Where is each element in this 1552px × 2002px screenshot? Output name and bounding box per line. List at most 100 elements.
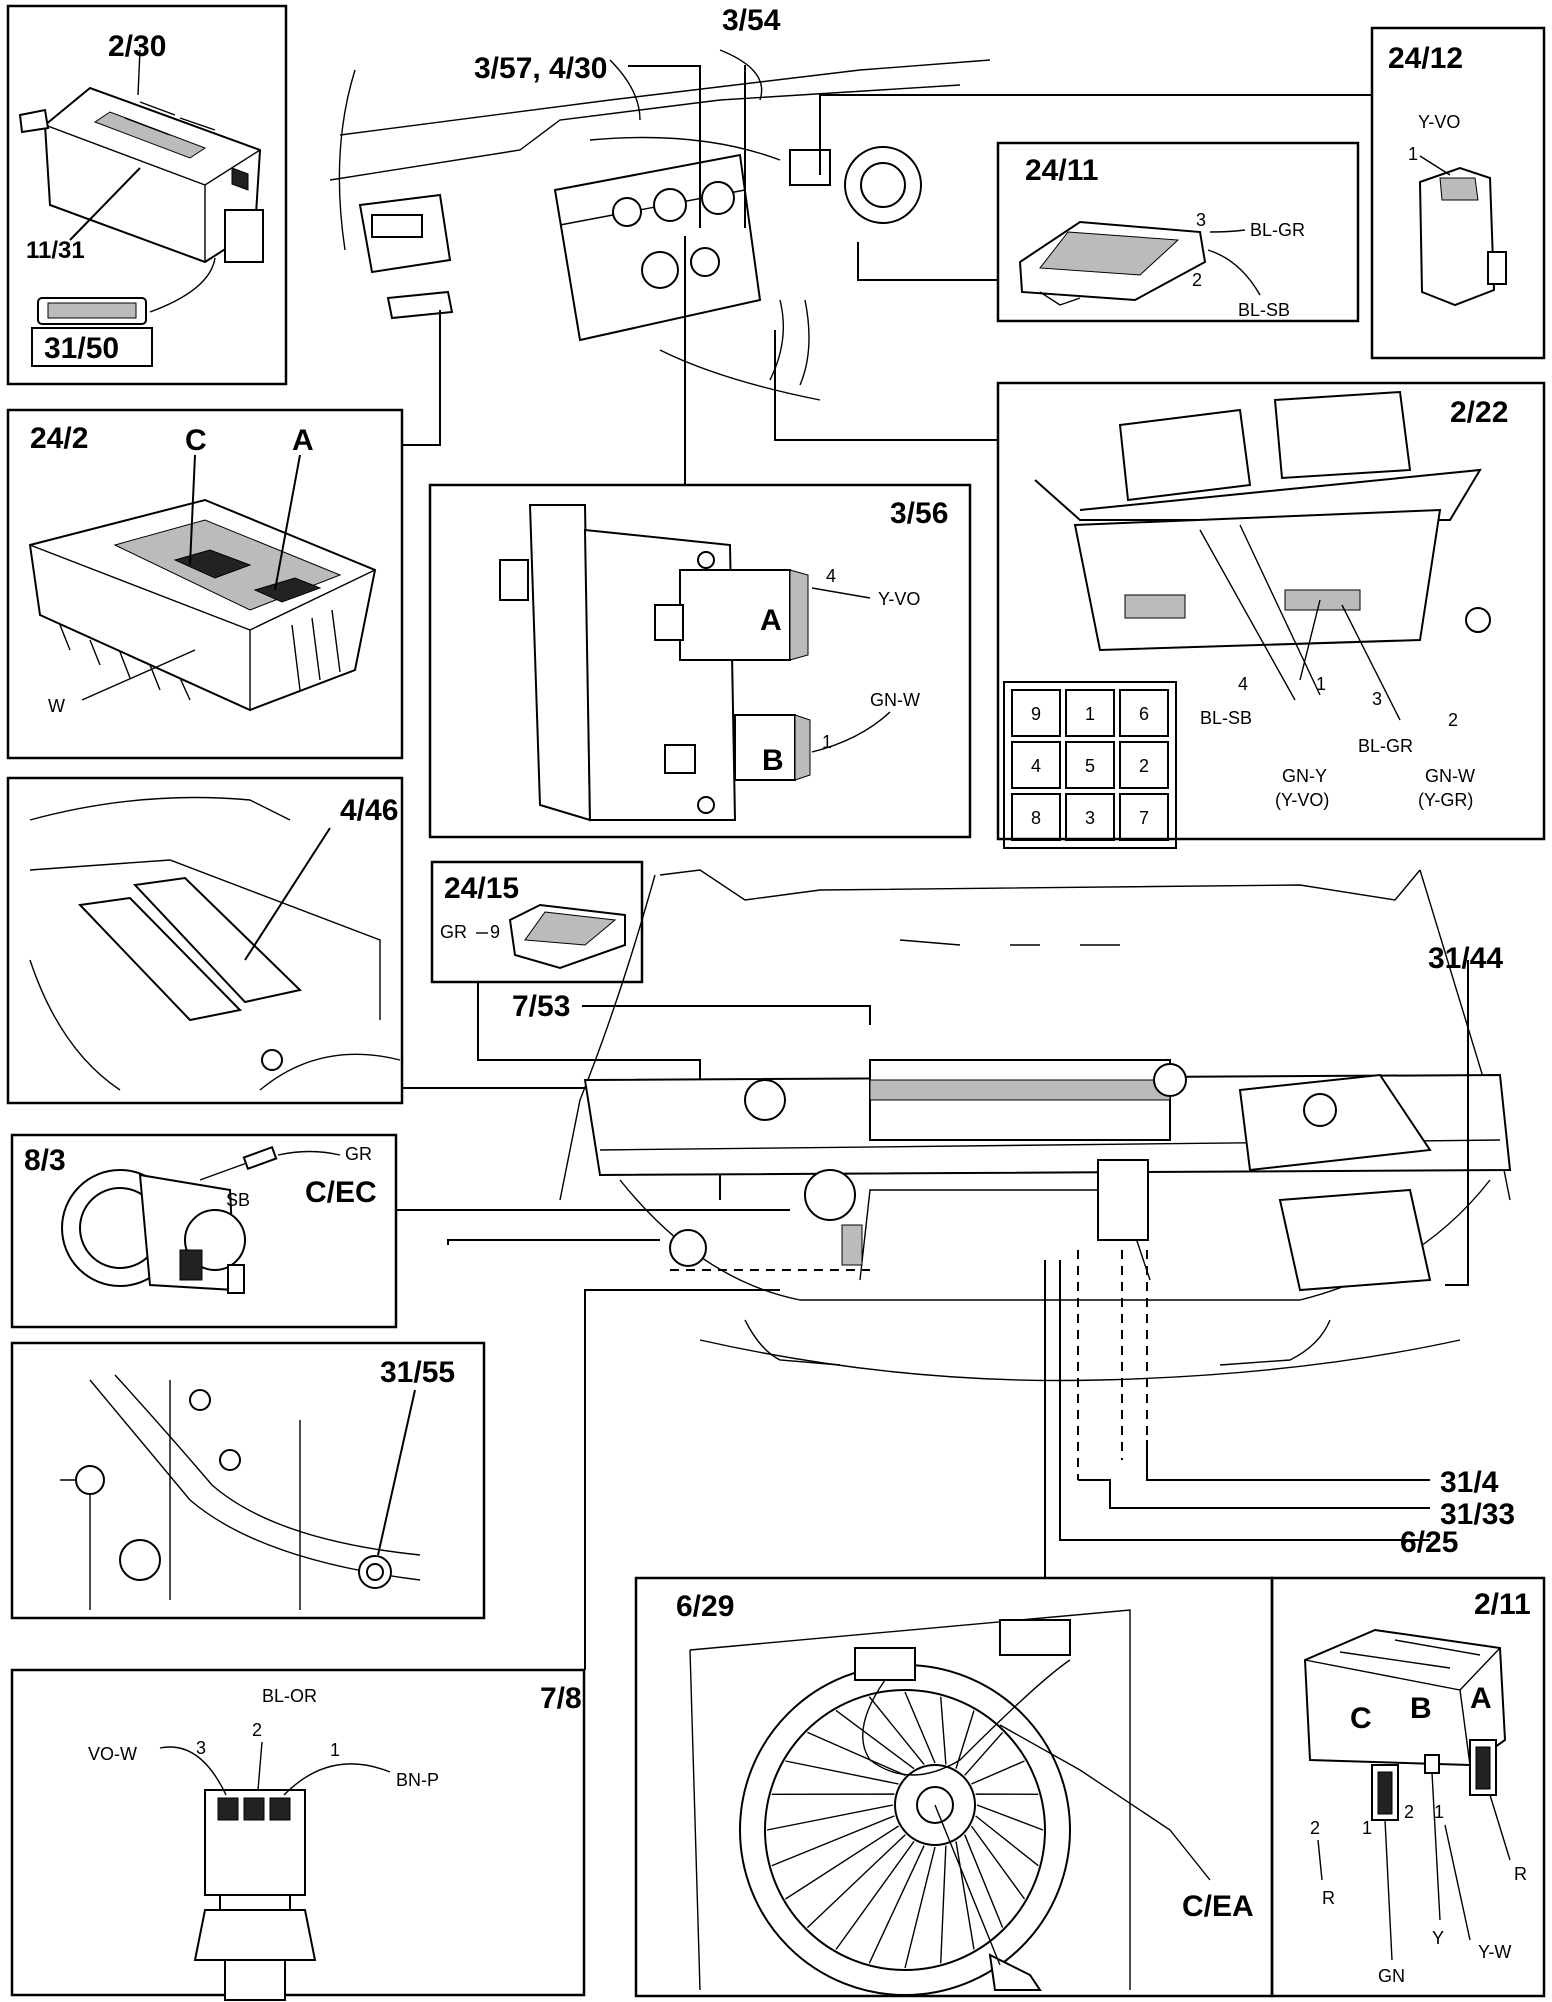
pin-2-22-2: 2 (1448, 710, 1458, 730)
fan-spoke (955, 1710, 975, 1769)
wire-2-22-bl-sb: BL-SB (1200, 708, 1252, 728)
wire-7-8-bl-or: BL-OR (262, 1686, 317, 1706)
pin-24-15-9: 9 (490, 922, 500, 942)
fan-spoke (955, 1841, 975, 1950)
pin-grid-cell (1119, 741, 1169, 789)
wire-3-56-y-vo: Y-VO (878, 589, 920, 609)
label-3-56: 3/56 (890, 497, 948, 530)
leader-2-22 (774, 330, 998, 441)
leader-24-12 (819, 94, 1372, 175)
pin-2-11-a1: 1 (1434, 1802, 1444, 1822)
fan-spoke (904, 1846, 936, 1969)
wire-8-3-gr: GR (345, 1144, 372, 1164)
panel-pressure-switch-7-8: 7/8 BL-OR 2 VO-W 3 BN-P 1 (10, 1668, 586, 2001)
pin-grid-number: 2 (1139, 756, 1149, 776)
label-8-3: 8/3 (24, 1144, 66, 1177)
pin-grid-frame (1003, 681, 1177, 849)
pin-2-22-3: 3 (1372, 689, 1382, 709)
leader-7-8 (584, 1289, 780, 1670)
pin-24-11-3: 3 (1196, 210, 1206, 230)
leader-31-33 (1078, 1479, 1430, 1509)
fan-spoke (940, 1696, 947, 1765)
fan-spoke (964, 1731, 1004, 1776)
pin-grid-number: 6 (1139, 704, 1149, 724)
pin-grid-cell (1011, 689, 1061, 737)
label-24-15: 24/15 (444, 872, 519, 905)
fan-spoke (835, 1709, 915, 1770)
pin-grid-cell (1119, 689, 1169, 737)
wire-2-22-y-vo-alt: (Y-VO) (1275, 790, 1329, 810)
fan-spoke (976, 1804, 1044, 1831)
label-24-2-w: W (48, 696, 65, 716)
panel-connector-24-11: 24/11 3 BL-GR 2 BL-SB (996, 141, 1360, 323)
wire-2-11-gn: GN (1378, 1966, 1405, 1986)
wire-7-8-vo-w: VO-W (88, 1744, 137, 1764)
wire-24-11-bl-sb: BL-SB (1238, 300, 1290, 320)
label-7-53: 7/53 (512, 990, 570, 1023)
pin-grid-cell (1065, 741, 1115, 789)
wire-2-11-y-w: Y-W (1478, 1942, 1511, 1962)
leader-3-57 (628, 65, 701, 228)
label-3-56-part-a: A (760, 604, 782, 637)
pin-grid-number: 5 (1085, 756, 1095, 776)
connector-31-50-drawing (37, 297, 147, 325)
pin-grid-number: 4 (1031, 756, 1041, 776)
fan-spoke (785, 1760, 899, 1785)
pin-2-11-c2: 2 (1310, 1818, 1320, 1838)
wire-8-3-sb: SB (226, 1190, 250, 1210)
fan-spoke (785, 1825, 900, 1900)
label-6-25: 6/25 (1400, 1526, 1458, 1559)
leader-31-55 (447, 1239, 660, 1245)
label-24-2-a: A (292, 424, 314, 457)
panel-compressor-8-3: 8/3 GR SB C/EC (10, 1133, 398, 1329)
engine-bay-overview: 7/53 31/44 31/4 31/33 6/25 (396, 869, 1515, 1670)
label-2-11-c: C (1350, 1702, 1372, 1735)
label-31-4: 31/4 (1440, 1466, 1499, 1499)
pin-3-56-1: 1 (822, 732, 832, 752)
wire-2-22-bl-gr: BL-GR (1358, 736, 1413, 756)
fan-spoke (940, 1845, 947, 1964)
fan-spoke (970, 1825, 1026, 1900)
control-module-drawing (18, 86, 264, 264)
label-2-22: 2/22 (1450, 396, 1508, 429)
label-3-56-part-b: B (762, 744, 784, 777)
panel-connector-24-12: 24/12 Y-VO 1 (1370, 26, 1546, 360)
pin-grid-number: 8 (1031, 808, 1041, 828)
wire-3-56-gn-w: GN-W (870, 690, 920, 710)
wire-2-22-gn-w: GN-W (1425, 766, 1475, 786)
label-3-57-4-30: 3/57, 4/30 (474, 52, 607, 85)
panel-ground-31-55: 31/55 (10, 1341, 486, 1620)
fan-spoke (835, 1840, 915, 1950)
label-2-11-b: B (1410, 1692, 1432, 1725)
leader-6-25 (1059, 1260, 1430, 1541)
pin-grid-number: 3 (1085, 808, 1095, 828)
pin-3-56-4: 4 (826, 566, 836, 586)
label-24-2-c: C (185, 424, 207, 457)
label-4-46: 4/46 (340, 794, 398, 827)
panel-connector-3-56: 3/56 A B 4 Y-VO 1 GN-W (428, 483, 972, 839)
label-31-33: 31/33 (1440, 1498, 1515, 1531)
fan-spokes (766, 1691, 1044, 1969)
wire-2-22-y-gr-alt: (Y-GR) (1418, 790, 1473, 810)
dashboard-overview: 3/57, 4/30 3/54 (329, 4, 1372, 485)
pin-24-12-1: 1 (1408, 144, 1418, 164)
leader-31-4 (1146, 1440, 1430, 1481)
fan-spoke (904, 1691, 936, 1764)
wire-2-11-y: Y (1432, 1928, 1444, 1948)
wire-24-15-gr: GR (440, 922, 467, 942)
pin-2-11-c1: 1 (1362, 1818, 1372, 1838)
leader-31-44 (1445, 960, 1469, 1286)
pin-2-22-1: 1 (1316, 674, 1326, 694)
label-2-30: 2/30 (108, 30, 166, 63)
panel-control-module-2-30: 2/30 11/31 31/50 (6, 4, 288, 386)
pin-grid-number: 9 (1031, 704, 1041, 724)
fan-spoke (868, 1696, 925, 1765)
fan-spoke (971, 1760, 1025, 1785)
panel-fan-6-29: 6/29 C/EA (634, 1576, 1274, 1998)
leader-7-53 (582, 1005, 871, 1025)
pin-grid-cell (1119, 793, 1169, 841)
fan-spoke (766, 1804, 894, 1831)
